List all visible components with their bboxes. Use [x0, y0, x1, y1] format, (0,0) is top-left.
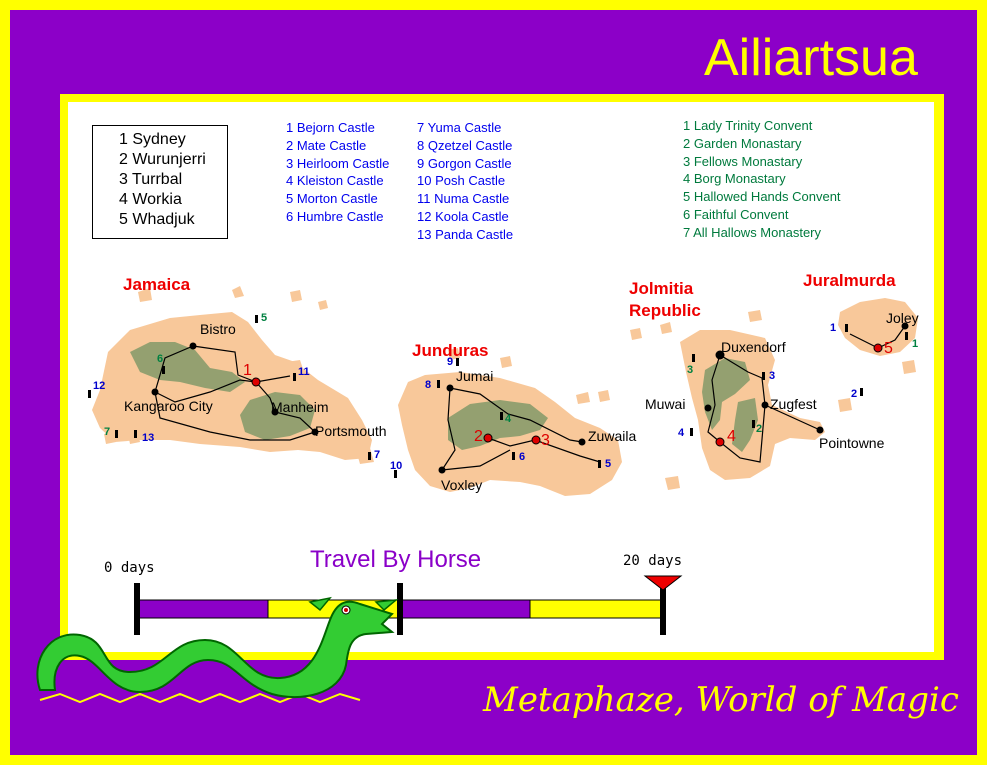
city-label-muwai: Muwai [645, 396, 686, 412]
serpent-drawing [36, 596, 399, 704]
tribe-marker-4: 4 [727, 428, 736, 445]
castle-marker-11: 11 [298, 366, 310, 378]
holy-marker-5: 5 [261, 312, 268, 324]
holy-marker-7: 7 [104, 426, 111, 438]
region-label-jolmitia: Jolmitia Republic [629, 278, 701, 322]
holy-marker-3: 3 [687, 364, 694, 376]
castle-marker-8: 8 [425, 379, 432, 391]
region-label-line: Republic [629, 301, 701, 320]
castle-list-item: 12 Koola Castle [417, 208, 509, 224]
castle-list-item: 4 Kleiston Castle [286, 173, 384, 189]
city-label-zugfest: Zugfest [770, 396, 817, 412]
footer-caption: Metaphaze, World of Magic [483, 680, 959, 720]
city-label-kangaroo-city: Kangaroo City [124, 398, 213, 414]
region-label-jamaica: Jamaica [123, 275, 191, 294]
castle-list-item: 13 Panda Castle [417, 226, 514, 242]
map-title: Ailiartsua [704, 29, 918, 87]
tribe-legend-item: 4 Workia [119, 191, 182, 208]
city-label-zuwaila: Zuwaila [588, 428, 637, 444]
city-label-duxendorf: Duxendorf [721, 339, 786, 355]
religious-list-item: 2 Garden Monastary [683, 135, 802, 151]
castle-list-item: 7 Yuma Castle [417, 120, 502, 135]
castle-marker-12: 12 [93, 380, 106, 392]
city-label-joley: Joley [886, 310, 919, 326]
tribe-legend-item: 3 Turrbal [119, 171, 183, 188]
castle-list-item: 11 Numa Castle [417, 191, 510, 207]
island-juralmurda [838, 298, 918, 412]
city-label-pointowne: Pointowne [819, 435, 885, 451]
tribe-marker-5: 5 [884, 340, 893, 357]
tribe-legend-item: 5 Whadjuk [119, 211, 195, 228]
city-label-jumai: Jumai [456, 368, 494, 384]
holy-marker-6: 6 [157, 353, 164, 365]
castle-list-item: 1 Bejorn Castle [286, 120, 375, 135]
religious-list-item: 6 Faithful Convent [683, 206, 789, 222]
city-label-voxley: Voxley [441, 477, 483, 493]
city-label-manheim: Manheim [271, 399, 329, 415]
castle-list-item: 8 Qzetzel Castle [417, 137, 513, 153]
tribe-legend-item: 1 Sydney [119, 131, 186, 148]
religious-list-item: 7 All Hallows Monastery [683, 224, 821, 240]
castle-marker-5: 5 [605, 458, 612, 470]
tribe-dots [251, 343, 883, 447]
holy-marker-2: 2 [756, 423, 763, 435]
roads [154, 325, 906, 471]
scale-start-label: 0 days [104, 560, 155, 576]
religious-list-item: 4 Borg Monastary [683, 171, 786, 187]
castle-list-item: 5 Morton Castle [286, 191, 378, 207]
castle-list-item: 9 Gorgon Castle [417, 155, 512, 171]
castle-marker-13: 13 [142, 432, 155, 444]
city-label-bistro: Bistro [200, 321, 236, 337]
region-label-line: Jolmitia [629, 279, 694, 298]
castle-list-item: 3 Heirloom Castle [286, 155, 390, 171]
tribe-marker-2: 2 [474, 428, 483, 445]
castle-list-item: 10 Posh Castle [417, 173, 506, 189]
castle-list-item: 6 Humbre Castle [286, 208, 384, 224]
scale-bar [134, 575, 683, 635]
religious-sites-list: 1 Lady Trinity Convent 2 Garden Monastar… [683, 117, 841, 242]
castle-marker-7: 7 [374, 449, 381, 461]
holy-marker-1: 1 [912, 338, 919, 350]
city-dots [151, 322, 909, 474]
castle-marker-10: 10 [390, 460, 403, 472]
castle-marker-2: 2 [851, 388, 858, 400]
castle-marker-1: 1 [830, 322, 837, 334]
religious-list-item: 1 Lady Trinity Convent [683, 118, 813, 133]
tribe-legend-item: 2 Wurunjerri [119, 151, 206, 168]
castle-marker-6: 6 [519, 451, 526, 463]
tribes-legend: 1 Sydney 2 Wurunjerri 3 Turrbal 4 Workia… [92, 125, 228, 239]
site-icons [88, 315, 908, 478]
castle-marker-9: 9 [447, 356, 454, 368]
region-label-junduras: Junduras [412, 341, 489, 360]
castle-list-item: 2 Mate Castle [286, 137, 367, 153]
tribe-marker-3: 3 [541, 432, 550, 449]
city-label-portsmouth: Portsmouth [315, 423, 387, 439]
religious-list-item: 3 Fellows Monastary [683, 153, 803, 169]
castle-marker-3: 3 [769, 370, 776, 382]
scale-title: Travel By Horse [310, 546, 482, 573]
tribe-marker-1: 1 [243, 362, 252, 379]
castles-list-1: 1 Bejorn Castle 2 Mate Castle 3 Heirloom… [286, 119, 389, 226]
castle-marker-4: 4 [678, 427, 685, 439]
scale-end-label: 20 days [623, 553, 683, 569]
castles-list-2: 7 Yuma Castle 8 Qzetzel Castle 9 Gorgon … [417, 119, 513, 244]
holy-marker-4: 4 [505, 413, 512, 425]
region-label-juralmurda: Juralmurda [803, 271, 896, 290]
religious-list-item: 5 Hallowed Hands Convent [683, 189, 841, 205]
